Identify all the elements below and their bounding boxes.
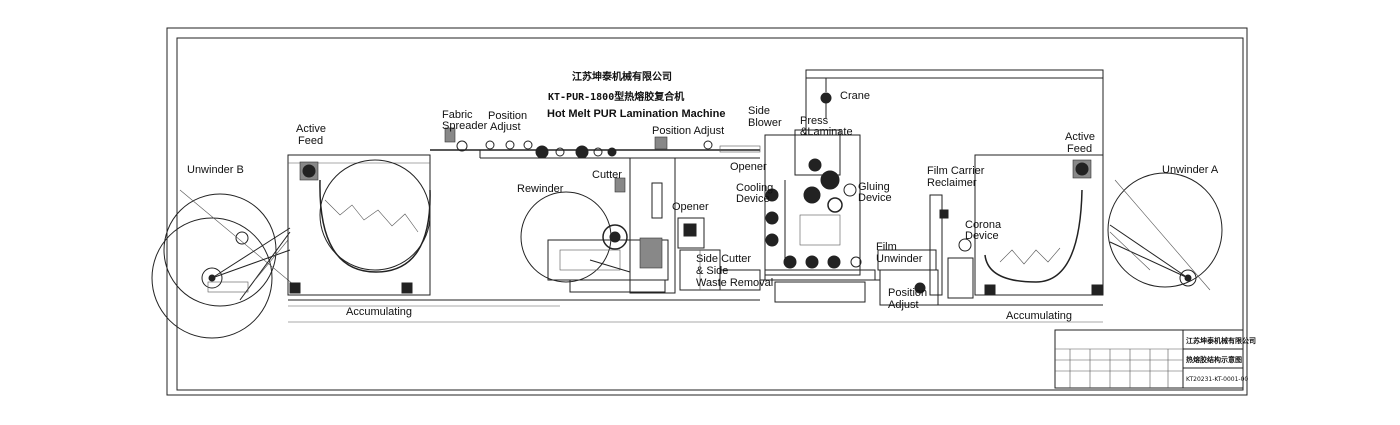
label-unwinder-a: Unwinder A — [1162, 164, 1219, 176]
label-gluing-device-1: Gluing — [858, 181, 890, 193]
unwinder-b-assembly — [151, 189, 301, 339]
label-press-laminate-1: Press — [800, 115, 829, 127]
inner-frame — [176, 37, 1244, 391]
film-unwinder-assembly — [877, 194, 974, 306]
label-position-adjust-1-1: Position — [488, 110, 527, 122]
label-position-adjust-3-1: Position — [888, 287, 927, 299]
label-active-feed-right-2: Feed — [1067, 143, 1092, 155]
rewinder-assembly — [520, 157, 676, 294]
header-company-cn: 江苏坤泰机械有限公司 — [572, 70, 672, 83]
label-film-unwinder-2: Unwinder — [876, 253, 923, 265]
accumulator-right — [880, 154, 1104, 306]
laminator-core — [760, 129, 880, 303]
label-corona-2: Device — [965, 230, 999, 242]
label-film-carrier-1: Film Carrier — [927, 165, 985, 177]
label-film-carrier-2: Reclaimer — [927, 177, 977, 189]
header-model-cn: KT-PUR-1800型热熔胶复合机 — [548, 90, 684, 103]
label-fabric-spreader-1: Fabric — [442, 109, 473, 121]
header-title-en: Hot Melt PUR Lamination Machine — [547, 108, 725, 120]
crane-frame — [805, 69, 1104, 155]
label-accumulating-right: Accumulating — [1006, 310, 1072, 322]
top-conveyor — [430, 127, 761, 159]
label-side-cutter-1: Side Cutter — [696, 253, 751, 265]
label-position-adjust-2: Position Adjust — [652, 125, 724, 137]
unwinder-a-assembly — [1107, 172, 1223, 291]
label-position-adjust-3-2: Adjust — [888, 299, 919, 311]
accumulator-left — [287, 154, 560, 307]
label-cooling-device-1: Cooling — [736, 182, 773, 194]
label-cutter: Cutter — [592, 169, 622, 181]
label-active-feed-left-1: Active — [296, 123, 326, 135]
title-block: 江苏坤泰机械有限公司 热熔胶结构示意图 KT20231-KT-0001-00 — [1054, 329, 1256, 389]
title-block-company: 江苏坤泰机械有限公司 — [1186, 336, 1256, 345]
label-rewinder: Rewinder — [517, 183, 564, 195]
label-corona-1: Corona — [965, 219, 1002, 231]
label-opener-1: Opener — [672, 201, 709, 213]
label-unwinder-b: Unwinder B — [187, 164, 244, 176]
label-opener-2: Opener — [730, 161, 767, 173]
title-block-drawing-name: 热熔胶结构示意图 — [1186, 355, 1242, 364]
label-crane: Crane — [840, 90, 870, 102]
label-fabric-spreader-2: Spreader — [442, 120, 488, 132]
label-active-feed-left-2: Feed — [298, 135, 323, 147]
label-press-laminate-2: &Laminate — [800, 126, 853, 138]
label-side-blower-2: Blower — [748, 117, 782, 129]
label-side-cutter-2: & Side — [696, 265, 728, 277]
title-block-drawing-no: KT20231-KT-0001-00 — [1186, 376, 1248, 383]
label-position-adjust-1-2: Adjust — [490, 121, 521, 133]
label-active-feed-right-1: Active — [1065, 131, 1095, 143]
label-side-cutter-3: Waste Removal — [696, 277, 773, 289]
side-cutter-assembly — [560, 217, 761, 301]
outer-frame — [166, 27, 1248, 396]
label-cooling-device-2: Device — [736, 193, 770, 205]
label-gluing-device-2: Device — [858, 192, 892, 204]
label-side-blower-1: Side — [748, 105, 770, 117]
label-accumulating-left: Accumulating — [346, 306, 412, 318]
label-film-unwinder-1: Film — [876, 241, 897, 253]
